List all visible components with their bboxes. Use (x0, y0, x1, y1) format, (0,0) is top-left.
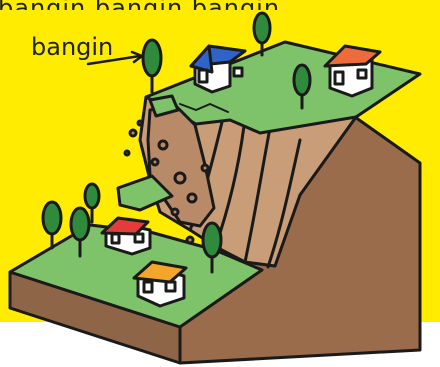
rock (202, 165, 208, 171)
falling-rock (125, 151, 129, 155)
tree (43, 202, 61, 248)
falling-rock (130, 130, 136, 136)
rock (175, 173, 185, 183)
rock (152, 159, 158, 165)
rock (172, 209, 178, 215)
slide-arrow-line (88, 56, 140, 64)
tree (143, 40, 161, 92)
rock (187, 237, 193, 243)
falling-rock (138, 121, 142, 125)
rock (159, 141, 167, 149)
rock (188, 194, 196, 202)
